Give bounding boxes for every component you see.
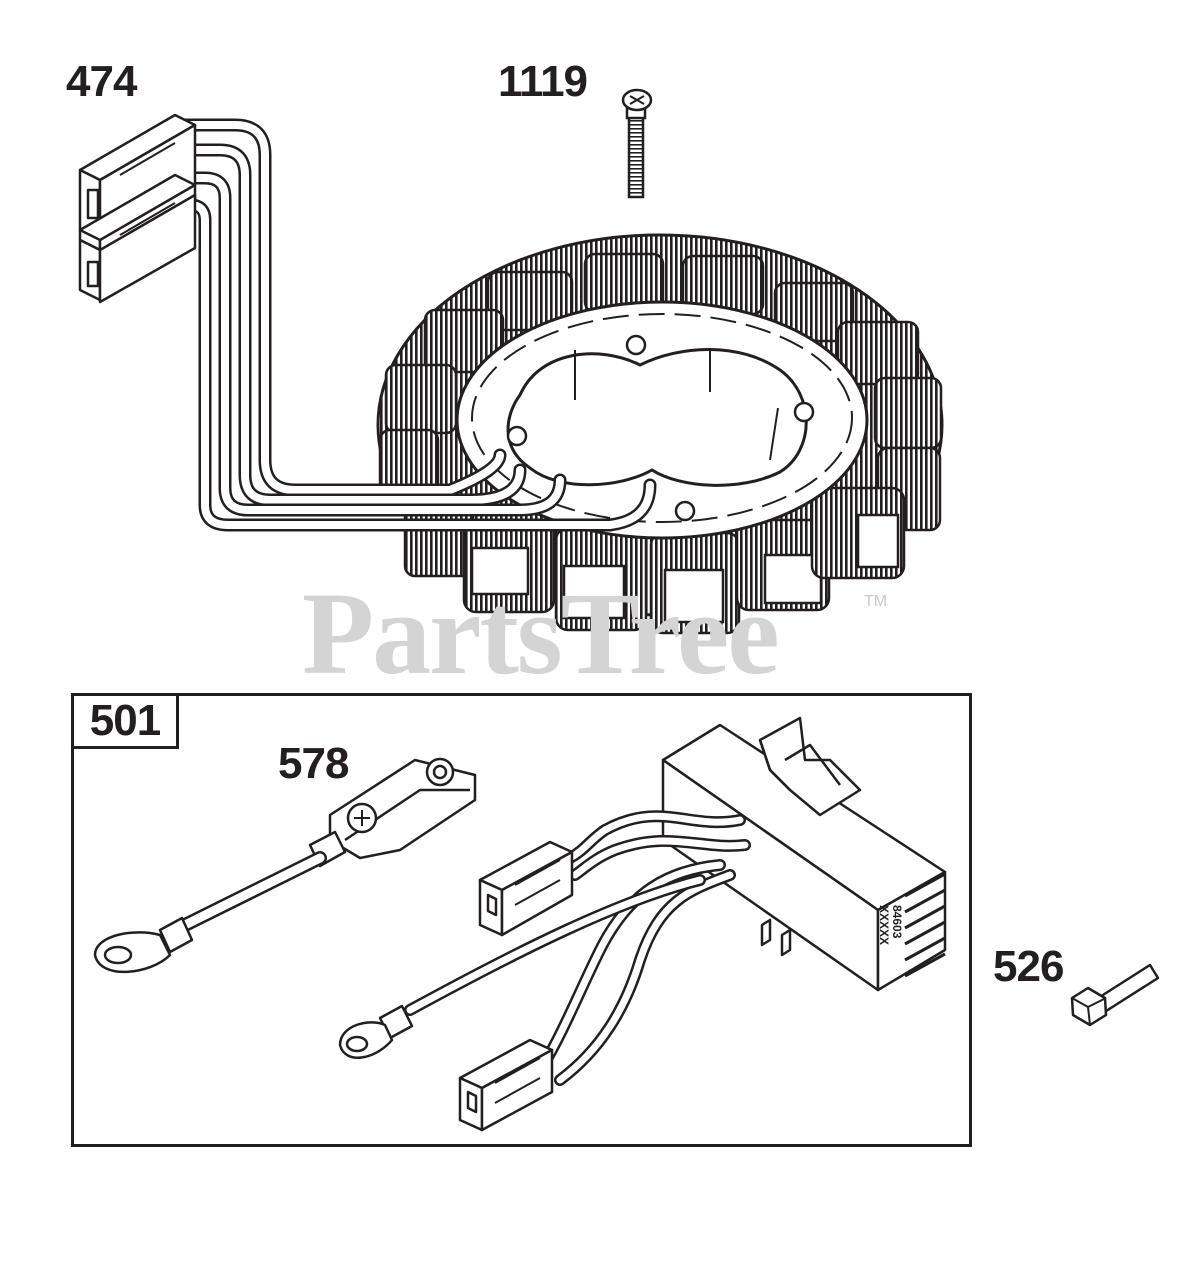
regulator-upper-connector [478, 840, 574, 937]
regulator-label-line1: 84603 [890, 905, 904, 939]
kit-number-label: 501 [89, 696, 161, 745]
stator-coil-poles [378, 252, 943, 532]
bolt-part [1070, 963, 1160, 1027]
regulator-ground-terminal [338, 1004, 414, 1059]
callout-ground-wire[interactable]: 578 [278, 739, 349, 788]
stator-mounting-bosses [506, 334, 815, 522]
stator-lead-wires [178, 118, 657, 532]
callout-screw[interactable]: 1119 [498, 57, 588, 106]
callout-stator[interactable]: 474 [66, 57, 137, 106]
regulator-label-line2: XXXXX [877, 905, 891, 945]
regulator-wires [404, 810, 751, 1086]
kit-frame [71, 693, 972, 1147]
stator-front-poles [403, 486, 906, 635]
stator-connector [78, 113, 197, 304]
watermark-trademark: TM [864, 593, 888, 610]
regulator-lower-connector [458, 1038, 554, 1132]
watermark-text: PartsTree [302, 568, 780, 699]
ground-wire-part [93, 757, 477, 974]
callout-bolt[interactable]: 526 [993, 942, 1064, 991]
regulator-label: 84603 XXXXX [877, 905, 904, 945]
screw-part [621, 88, 653, 199]
kit-number-tag[interactable]: 501 [71, 693, 179, 749]
